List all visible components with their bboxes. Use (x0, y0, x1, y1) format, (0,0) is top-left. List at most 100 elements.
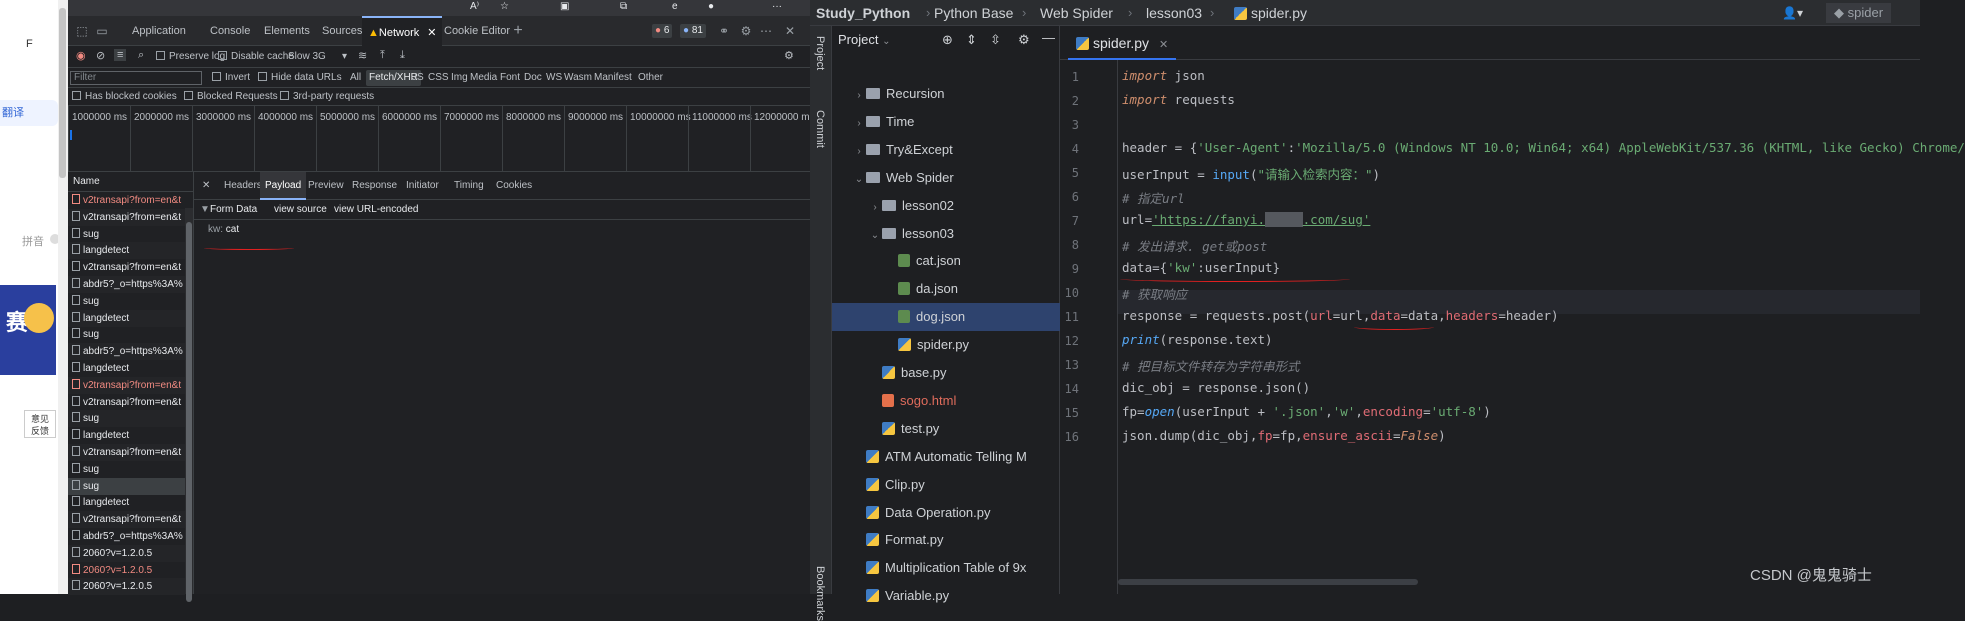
tree-item[interactable]: Multiplication Table of 9x (832, 554, 1060, 582)
error-count-badge[interactable]: ● 6 (652, 24, 673, 38)
request-row[interactable]: v2transapi?from=en&t (68, 259, 185, 276)
more-options-icon[interactable]: ⋯ (760, 24, 772, 38)
more-icon[interactable]: ··· (772, 1, 782, 12)
third-party-checkbox[interactable]: 3rd-party requests (280, 91, 374, 102)
chevron-down-icon[interactable]: ⌄ (870, 229, 880, 241)
filter-input[interactable]: Filter (70, 71, 202, 85)
name-column-header[interactable]: Name (68, 172, 194, 192)
tab-headers[interactable]: Headers (224, 180, 262, 191)
tree-item[interactable]: Data Operation.py (832, 499, 1060, 527)
tree-item[interactable]: ›Recursion (832, 80, 1060, 108)
close-details-icon[interactable]: ✕ (202, 180, 211, 191)
network-settings-icon[interactable]: ⚙ (784, 50, 794, 62)
tab-initiator[interactable]: Initiator (406, 180, 439, 191)
feedback-button[interactable]: 意见 反馈 (24, 410, 56, 438)
promo-banner[interactable]: 赛 (0, 285, 56, 375)
settings-gear-icon[interactable]: ⚙ (740, 24, 752, 38)
request-row[interactable]: sug (68, 461, 185, 478)
filter-fetch-xhr[interactable]: Fetch/XHR (366, 70, 421, 86)
request-row[interactable]: v2transapi?from=en&t (68, 511, 185, 529)
project-dropdown[interactable]: Project ⌄ (838, 32, 891, 47)
profile-icon[interactable]: ● (708, 1, 715, 12)
expand-all-icon[interactable]: ⇳ (990, 32, 1001, 47)
request-row[interactable]: sug (68, 326, 185, 343)
request-row[interactable]: sug (68, 477, 185, 495)
request-row[interactable]: 2060?v=1.2.0.5 (68, 578, 185, 596)
request-row[interactable]: sug (68, 293, 185, 310)
breadcrumb-python-base[interactable]: Python Base (934, 5, 1014, 21)
tree-item[interactable]: spider.py (832, 331, 1060, 359)
tree-item[interactable]: ⌄Web Spider (832, 164, 1060, 192)
tree-item[interactable]: Format.py (832, 526, 1060, 554)
hide-panel-icon[interactable]: — (1042, 30, 1055, 45)
blocked-cookies-checkbox[interactable]: Has blocked cookies (72, 91, 177, 102)
record-icon[interactable]: ◉ (76, 50, 86, 62)
close-tab-icon[interactable]: ✕ (427, 27, 437, 39)
warning-count-badge[interactable]: ● 81 (680, 24, 706, 38)
request-row[interactable]: langdetect (68, 360, 185, 377)
request-row[interactable]: sug (68, 226, 185, 243)
request-row[interactable]: langdetect (68, 309, 185, 327)
hide-data-urls-checkbox[interactable]: Hide data URLs (258, 72, 342, 83)
tree-item[interactable]: Clip.py (832, 471, 1060, 499)
breadcrumb-project[interactable]: Study_Python (816, 5, 911, 21)
tree-item[interactable]: cat.json (832, 247, 1060, 275)
chevron-down-icon[interactable]: ⌄ (854, 173, 864, 185)
filter-wasm[interactable]: Wasm (564, 72, 592, 83)
tree-item[interactable]: dog.json (832, 303, 1060, 332)
collections-icon[interactable]: ⧉ (620, 1, 628, 12)
chevron-right-icon[interactable]: › (873, 201, 877, 213)
preserve-log-checkbox[interactable]: Preserve log (156, 51, 225, 62)
request-list-scrollbar-thumb[interactable] (186, 222, 192, 602)
chevron-right-icon[interactable]: › (857, 145, 861, 157)
filter-css[interactable]: CSS (428, 72, 449, 83)
pinyin-label[interactable]: 拼音 (22, 236, 44, 248)
export-icon[interactable]: ⤓ (400, 49, 405, 61)
filter-manifest[interactable]: Manifest (594, 72, 632, 83)
editor-scrollbar-thumb[interactable] (1118, 579, 1418, 585)
filter-font[interactable]: Font (500, 72, 521, 83)
read-aloud-icon[interactable]: A⁾ (470, 1, 480, 12)
form-data-title[interactable]: Form Data (210, 204, 258, 215)
request-row[interactable]: langdetect (68, 427, 185, 444)
request-row[interactable]: abdr5?_o=https%3A% (68, 343, 185, 361)
tab-console[interactable]: Console (210, 25, 251, 37)
tab-sources[interactable]: Sources (322, 25, 363, 37)
locate-icon[interactable]: ⊕ (942, 32, 953, 47)
chevron-right-icon[interactable]: › (857, 90, 861, 101)
inspect-icon[interactable]: ⬚ (76, 24, 88, 38)
filter-img[interactable]: Img (451, 72, 468, 83)
tab-response[interactable]: Response (352, 180, 398, 191)
filter-other[interactable]: Other (638, 72, 664, 83)
tab-network[interactable]: ▲Network✕ (362, 16, 443, 46)
tree-item[interactable]: da.json (832, 275, 1060, 303)
request-row[interactable]: langdetect (68, 494, 185, 511)
tab-elements[interactable]: Elements (264, 25, 310, 37)
editor-horizontal-scrollbar[interactable] (1118, 578, 1920, 586)
collapse-all-icon[interactable]: ⇕ (966, 32, 977, 47)
tree-item[interactable]: ›Try&Except (832, 136, 1060, 164)
request-row[interactable]: v2transapi?from=en&t (68, 192, 185, 209)
filter-doc[interactable]: Doc (524, 72, 542, 83)
account-icon[interactable]: 👤▾ (1782, 6, 1803, 20)
tree-item[interactable]: Variable.py (832, 582, 1060, 610)
expand-triangle-icon[interactable]: ▼ (200, 204, 210, 215)
tree-item[interactable]: sogo.html (832, 387, 1060, 415)
tab-application[interactable]: Application (132, 25, 186, 37)
request-row[interactable]: v2transapi?from=en&t (68, 394, 185, 411)
tree-item[interactable]: ›lesson02 (832, 192, 1060, 220)
import-icon[interactable]: ⤒ (380, 49, 385, 61)
view-source-link[interactable]: view source (274, 204, 327, 215)
blocked-requests-checkbox[interactable]: Blocked Requests (184, 91, 278, 102)
request-row[interactable]: abdr5?_o=https%3A% (68, 276, 185, 293)
close-tab-icon[interactable]: ✕ (1159, 39, 1169, 51)
clear-icon[interactable]: ⊘ (96, 50, 106, 62)
request-list-scrollbar[interactable] (185, 208, 193, 602)
wifi-icon[interactable]: ≋ (358, 50, 368, 62)
add-tab-icon[interactable]: + (513, 22, 523, 39)
breadcrumb-lesson03[interactable]: lesson03 (1146, 5, 1203, 21)
connect-icon[interactable]: ⚭ (718, 24, 730, 38)
translate-tab[interactable]: 翻译 (0, 100, 58, 126)
filter-ws[interactable]: WS (546, 72, 563, 83)
